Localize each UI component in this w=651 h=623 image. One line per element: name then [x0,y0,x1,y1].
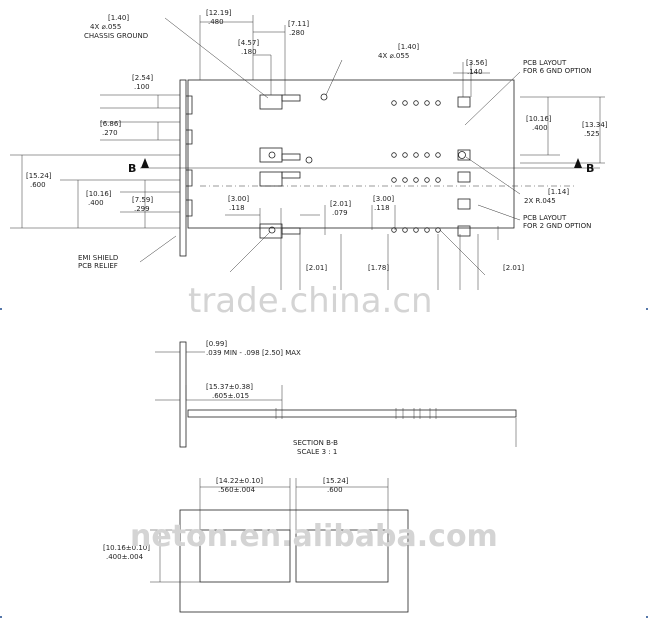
dim-text: .079 [332,209,348,217]
pin-row [391,100,466,233]
dim-text: .600 [30,181,46,189]
note-text: FOR 2 GND OPTION [523,222,591,230]
chassis-hole [305,156,313,164]
dim-text: [12.19] [206,9,232,17]
page-marks [0,308,648,618]
dim-text: .270 [102,129,118,137]
dim-text: [10.16] [526,115,552,123]
pad [259,171,283,187]
pin-slots [275,408,437,419]
dim-text: .480 [208,18,224,26]
pad [259,223,283,239]
gnd-pad [457,149,471,161]
watermark: neton.en.alibaba.com [130,519,498,554]
dimension-lines [10,15,605,290]
dim-text: [14.22±0.10] [216,477,263,485]
dim-text: [7.59] [132,196,153,204]
shield-notch [186,95,193,217]
note-text: PCB LAYOUT [523,214,567,222]
dim-text: .118 [229,204,245,212]
section-arrow-left [141,158,149,168]
gnd-pad [457,171,471,183]
dim-text: .400±.004 [106,553,144,561]
dim-text: [1.78] [368,264,389,272]
dim-text: [13.34] [582,121,608,129]
dim-text: .525 [584,130,600,138]
dim-text: [2.54] [132,74,153,82]
dimension-lines [155,351,517,447]
cavity-left [199,529,291,583]
chassis-hole [320,93,328,101]
dim-text: [1.40] [108,14,129,22]
section-scale: SCALE 3 : 1 [297,448,337,456]
pad [281,227,301,235]
gnd-pad [457,225,471,237]
dim-text: CHASSIS GROUND [84,32,148,40]
dim-text: [10.16±0.10] [103,544,150,552]
section-marker-right: B [586,162,594,175]
dim-text: .100 [134,83,150,91]
dim-text: 2X R.045 [524,197,556,205]
section-marker-left: B [128,162,136,175]
dim-text: [1.40] [398,43,419,51]
dim-text: [6.86] [100,120,121,128]
section-title: SECTION B-B [293,439,338,447]
cavity-right [295,529,389,583]
note-text: PCB RELIEF [78,262,118,270]
pad [281,153,301,161]
pad [281,171,301,179]
dim-text: .299 [134,205,150,213]
dim-text: 4X ⌀.055 [378,52,409,60]
dim-text: .039 MIN - .098 [2.50] MAX [206,349,301,357]
gnd-pad [457,96,471,108]
dimension-lines [150,478,389,583]
dim-text: [7.11] [288,20,309,28]
dim-text: [4.57] [238,39,259,47]
dim-text: [2.01] [503,264,524,272]
dim-text: .280 [289,29,305,37]
dim-text: .140 [467,68,483,76]
note-text: PCB LAYOUT [523,59,567,67]
pad [281,94,301,102]
dim-text: .600 [327,486,343,494]
note-text: EMI SHIELD [78,254,118,262]
gnd-pad [457,198,471,210]
dim-text: [10.16] [86,190,112,198]
dim-text: .180 [241,48,257,56]
bottom-view: [14.22±0.10] .560±.004 [15.24] .600 [10.… [103,477,409,613]
dim-text: [3.00] [373,195,394,203]
dim-text: 4X ⌀.055 [90,23,121,31]
dim-text: [15.37±0.38] [206,383,253,391]
dim-text: [3.56] [466,59,487,67]
leader-lines [139,17,521,276]
section-view: [0.99] .039 MIN - .098 [2.50] MAX [15.37… [155,340,517,456]
dim-text: .560±.004 [218,486,256,494]
dim-text: [15.24] [26,172,52,180]
dim-text: [2.01] [306,264,327,272]
dim-text: .400 [88,199,104,207]
pcb-board [187,409,517,418]
module-outline [187,79,515,229]
watermark: trade.china.cn [188,281,433,321]
top-view: B B [1.40] 4X ⌀.055 CHASSIS GROUND [12.1… [10,9,608,290]
section-arrow-right [574,158,582,168]
dim-text: .400 [532,124,548,132]
note-text: FOR 6 GND OPTION [523,67,591,75]
shield-wall [179,341,187,448]
dim-text: [1.14] [548,188,569,196]
chassis-hole [268,151,276,159]
dim-text: .118 [374,204,390,212]
dim-text: [15.24] [323,477,349,485]
dim-text: [0.99] [206,340,227,348]
pad [259,94,283,110]
dim-text: [3.00] [228,195,249,203]
pad [259,147,283,163]
chassis-hole [268,226,276,234]
dim-text: [2.01] [330,200,351,208]
shield-outline [179,509,409,613]
dim-text: .605±.015 [212,392,249,400]
